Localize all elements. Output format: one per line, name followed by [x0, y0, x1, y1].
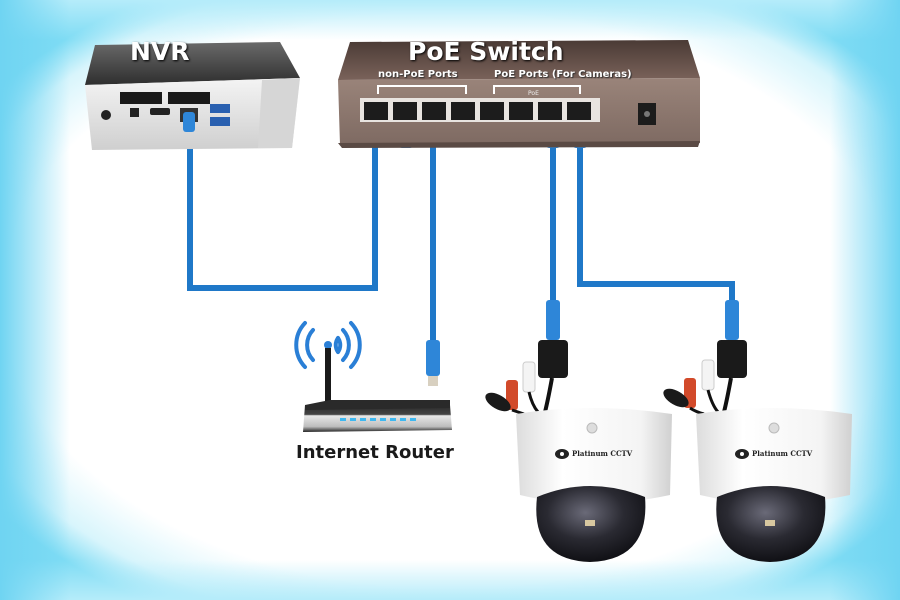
- camera-2-pigtails: [663, 340, 747, 416]
- router-device: [294, 321, 452, 432]
- nvr-device: [85, 42, 300, 150]
- camera-1-brand-logo: [555, 449, 569, 459]
- port-group-brackets: [377, 85, 581, 94]
- switch-ports: [364, 102, 591, 120]
- power-jack: [638, 103, 656, 125]
- wifi-icon: [294, 321, 362, 369]
- camera-2-brand-logo: [735, 449, 749, 459]
- poe-switch-label: PoE Switch: [408, 37, 564, 66]
- rj45-plug-router: [426, 340, 440, 386]
- poe-ports-label: PoE Ports (For Cameras): [494, 69, 632, 80]
- rj45-plug-camera-2: [725, 300, 739, 340]
- router-label: Internet Router: [296, 442, 454, 463]
- cable-switch-to-camera-2: [577, 140, 735, 318]
- nvr-label: NVR: [130, 37, 190, 66]
- poe-marker: PoE: [528, 90, 539, 97]
- dome-camera-2: [663, 340, 852, 562]
- non-poe-ports-label: non-PoE Ports: [378, 69, 458, 80]
- rj45-plug-camera-1: [546, 300, 560, 340]
- router-leds: [340, 418, 416, 421]
- cable-nvr-to-switch: [187, 140, 378, 291]
- poe-switch-device: [338, 40, 700, 148]
- camera-2-brand: Platinum CCTV: [752, 449, 813, 458]
- camera-1-pigtails: [485, 340, 568, 416]
- dome-camera-1: [485, 340, 672, 562]
- camera-1-brand: Platinum CCTV: [572, 449, 633, 458]
